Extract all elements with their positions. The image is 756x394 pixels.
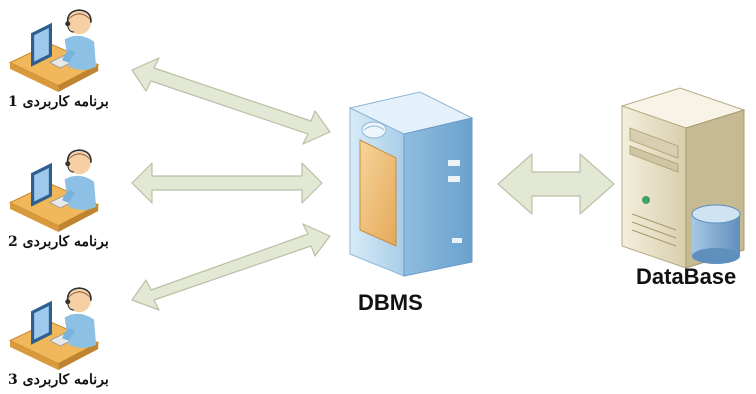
app-label-2: برنامه کاربردی 2	[8, 234, 109, 250]
dbms-label: DBMS	[358, 290, 423, 315]
user-at-computer-icon	[9, 287, 100, 371]
user-at-computer-icon	[9, 149, 100, 233]
app-label-3: برنامه کاربردی 3	[8, 372, 109, 388]
database-label: DataBase	[636, 264, 737, 289]
connector-arrow-app2-dbms	[131, 162, 323, 204]
server-tower-icon	[348, 91, 474, 277]
connector-arrow-app1-dbms	[131, 57, 331, 145]
connector-arrow-dbms-database	[497, 153, 615, 215]
connector-arrow-app3-dbms	[131, 223, 331, 311]
user-at-computer-icon	[9, 9, 100, 93]
database-server-icon	[620, 87, 746, 269]
app-label-1: برنامه کاربردی 1	[8, 94, 109, 110]
